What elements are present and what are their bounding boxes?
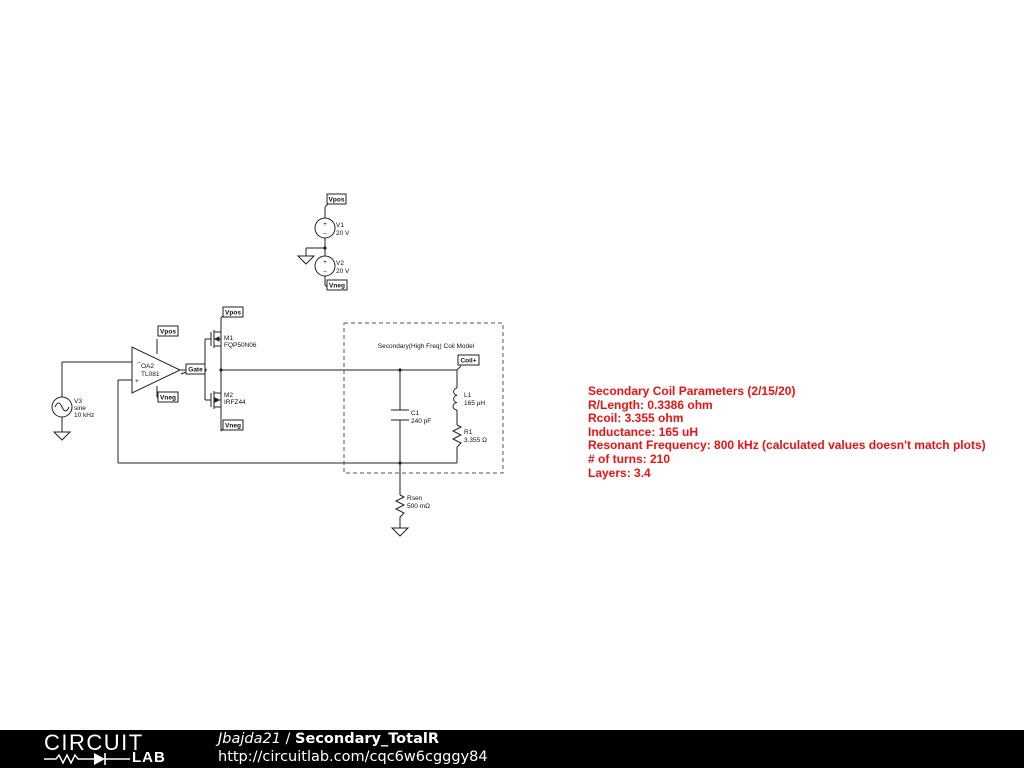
net-flag-vpos-opamp[interactable]: Vpos — [157, 325, 179, 339]
v2-value: 20 V — [336, 268, 350, 275]
note-line: Resonant Frequency: 800 kHz (calculated … — [588, 438, 986, 453]
net-flag-vneg-opamp[interactable]: Vneg — [156, 391, 179, 403]
net-label-text: Vneg — [329, 283, 345, 290]
note-line: Rcoil: 3.355 ohm — [588, 411, 684, 426]
title-separator: / — [285, 731, 291, 747]
note-line: # of turns: 210 — [588, 451, 671, 466]
author-link[interactable]: Jbajda21 — [218, 731, 281, 747]
v3-name: V3 — [74, 398, 82, 405]
r1-resistor[interactable] — [451, 424, 463, 448]
oa2-op-amp[interactable]: − + OA2 TL081 — [131, 346, 182, 394]
oa2-plus: + — [135, 378, 139, 385]
svg-text:−: − — [323, 231, 327, 238]
note-line: Secondary Coil Parameters (2/15/20) — [588, 384, 796, 398]
oa2-part: TL081 — [141, 371, 160, 378]
circuit-url[interactable]: http://circuitlab.com/cqc6w6cgggy84 — [218, 749, 488, 765]
net-label-text: Vneg — [160, 395, 176, 402]
junctions — [203, 246, 402, 465]
rsen-name: Rsen — [407, 495, 423, 502]
net-label-text: Vpos — [225, 310, 241, 317]
ground-icon — [52, 255, 410, 537]
net-flag-vpos-m1[interactable]: Vpos — [220, 306, 244, 319]
net-label-text: Vpos — [329, 197, 345, 204]
note-line: Inductance: 165 uH — [588, 424, 699, 439]
rsen-value: 500 mΩ — [407, 503, 430, 510]
c1-capacitor[interactable] — [391, 409, 409, 421]
v1-name: V1 — [336, 222, 344, 229]
circuit-title: Jbajda21 / Secondary_TotalR — [218, 731, 439, 747]
net-label-text: Vneg — [225, 423, 241, 430]
svg-text:−: − — [323, 269, 327, 276]
m1-part: FQP50N06 — [224, 342, 257, 349]
brand-bottom-text: LAB — [132, 749, 166, 766]
svg-text:+: + — [323, 259, 327, 266]
v3-type: sine — [74, 405, 86, 412]
coil-parameters-note: Secondary Coil Parameters (2/15/20) R/Le… — [588, 384, 986, 480]
m1-mosfet[interactable] — [210, 330, 222, 348]
oa2-minus: − — [137, 360, 141, 367]
net-flag-gate[interactable]: Gate — [180, 363, 206, 375]
net-flag-vneg-m2[interactable]: Vneg — [220, 419, 244, 432]
net-label-text: Gate — [188, 367, 203, 374]
v3-value: 10 kHz — [74, 412, 94, 419]
m2-mosfet[interactable] — [210, 391, 222, 409]
net-label-text: Vpos — [160, 329, 176, 336]
m2-name: M2 — [224, 392, 233, 399]
c1-value: 240 pF — [411, 418, 431, 425]
l1-inductor[interactable] — [452, 387, 458, 411]
v3-sine-source[interactable]: V3 sine 10 kHz — [51, 396, 94, 419]
resistor-diode-icon — [44, 753, 130, 765]
schematic-canvas: + − V1 20 V + − V2 20 V V3 sine 10 kHz −… — [51, 193, 504, 537]
v1-value: 20 V — [336, 230, 350, 237]
v2-voltage-source[interactable]: + − V2 20 V — [314, 255, 350, 277]
v2-name: V2 — [336, 260, 344, 267]
net-label-text: Coil+ — [460, 358, 476, 365]
v1-voltage-source[interactable]: + − V1 20 V — [314, 217, 350, 239]
l1-name: L1 — [464, 392, 472, 399]
c1-name: C1 — [411, 410, 420, 417]
l1-value: 165 µH — [464, 400, 485, 407]
m1-name: M1 — [224, 335, 233, 342]
net-flag-vpos-v1[interactable]: Vpos — [324, 193, 347, 208]
circuit-name[interactable]: Secondary_TotalR — [295, 731, 439, 747]
brand-top-text: CIRCUIT — [44, 730, 144, 755]
m2-part: IRFZ44 — [224, 399, 246, 406]
net-flag-coil-plus[interactable]: Coil+ — [456, 354, 480, 371]
note-line: Layers: 3.4 — [588, 465, 651, 480]
r1-name: R1 — [464, 429, 473, 436]
note-line: R/Length: 0.3386 ohm — [588, 397, 713, 412]
rsen-resistor[interactable] — [394, 494, 406, 518]
coil-model-title: Secondary(High Freq) Coil Model — [378, 343, 475, 350]
circuitlab-logo[interactable]: CIRCUIT LAB — [44, 732, 179, 766]
svg-text:+: + — [323, 221, 327, 228]
oa2-name: OA2 — [141, 363, 154, 370]
coil-model-box — [343, 322, 504, 474]
wires — [61, 207, 458, 528]
r1-value: 3.355 Ω — [464, 437, 487, 444]
net-flag-vneg-v2[interactable]: Vneg — [324, 279, 348, 291]
footer-bar: CIRCUIT LAB Jbajda21 / Secondary_TotalR … — [0, 730, 1024, 768]
